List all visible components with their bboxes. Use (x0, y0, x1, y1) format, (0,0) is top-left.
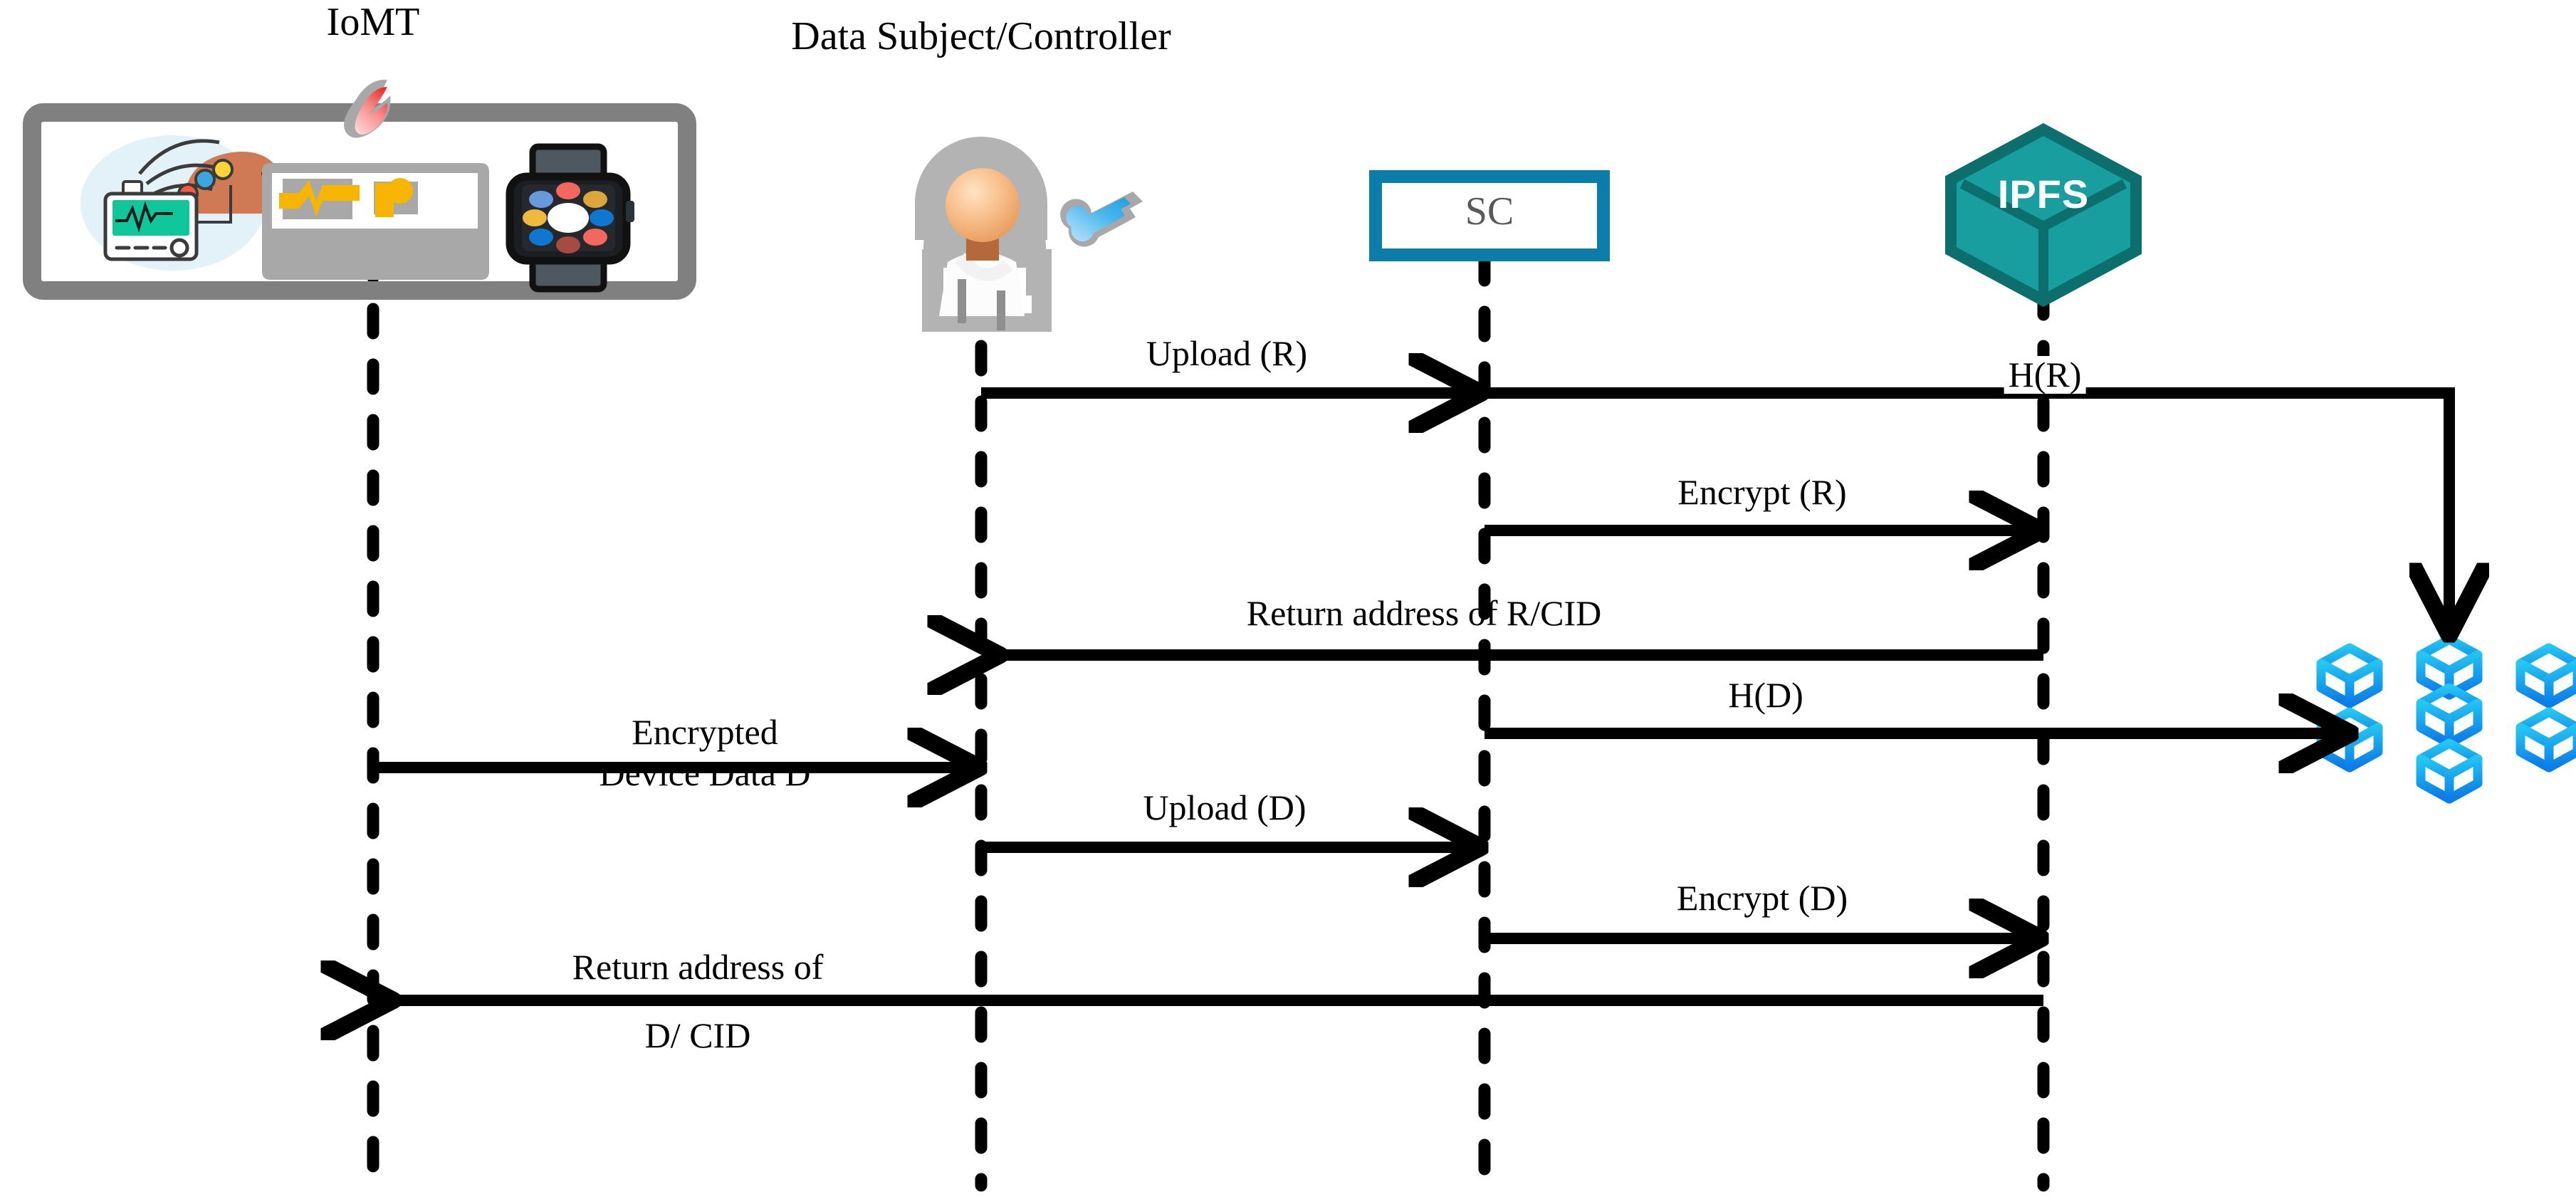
key-icon (1060, 192, 1143, 247)
patient-monitor-icon (262, 163, 489, 280)
smartwatch-icon (506, 143, 634, 293)
eeg-monitor-icon (80, 135, 283, 271)
message-label-encrypted-device-data: Encrypted Device Data D (599, 712, 810, 794)
message-arrows (373, 393, 2449, 1000)
blockchain-network-icon (2316, 634, 2576, 804)
ipfs-hexagon-icon (1945, 122, 2142, 308)
encrypted-device-data-line1: Encrypted (632, 712, 778, 752)
actor-label-sc: SC (1465, 189, 1514, 234)
arrow-h-r (1485, 387, 2449, 627)
person-with-key-icon (915, 137, 1143, 332)
return-address-d-cid-line2: D/ CID (644, 1015, 751, 1055)
message-label-upload-r: Upload (R) (1146, 333, 1308, 373)
encrypted-device-data-line2: Device Data D (599, 753, 811, 793)
message-label-encrypt-d: Encrypt (D) (1676, 878, 1848, 918)
flame-alert-icon (344, 79, 391, 138)
message-label-h-d: H(D) (1728, 675, 1803, 715)
smart-contract-box[interactable] (1369, 170, 1610, 261)
message-label-h-r: H(R) (2004, 356, 2086, 394)
actor-label-ipfs: IPFS (1997, 172, 2090, 216)
message-label-encrypt-r: Encrypt (R) (1677, 472, 1847, 512)
message-label-upload-d: Upload (D) (1143, 787, 1307, 827)
iomt-device-panel-icon (23, 79, 696, 300)
lifelines (367, 136, 2050, 1192)
blockchain-cubes (2316, 634, 2576, 804)
return-address-d-cid-line1: Return address of (572, 947, 824, 987)
message-label-return-address-d-cid: Return address of D/ CID (572, 947, 824, 1056)
message-label-return-address-r-cid: Return address of R/CID (1246, 593, 1602, 633)
actor-label-iomt: IoMT (326, 0, 420, 44)
actor-label-data-subject: Data Subject/Controller (791, 14, 1171, 58)
